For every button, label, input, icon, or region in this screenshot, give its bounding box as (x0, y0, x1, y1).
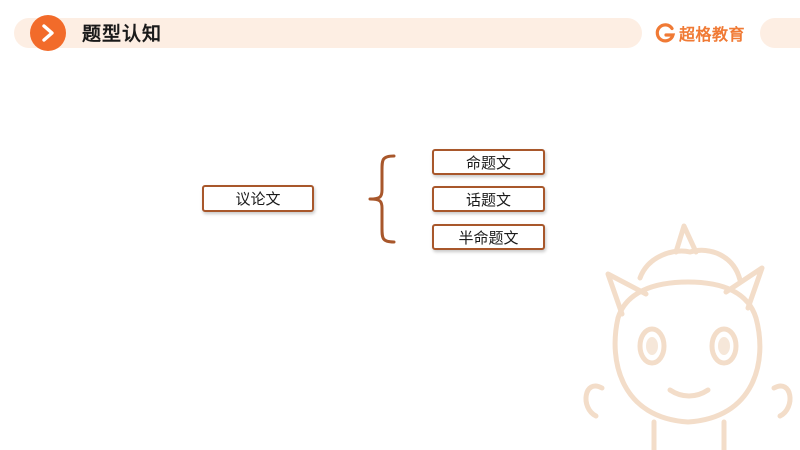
curly-brace (368, 154, 396, 244)
page-title: 题型认知 (82, 23, 163, 45)
brand-name: 超格教育 (679, 25, 746, 44)
chevron-right-icon (30, 15, 66, 51)
child-node: 半命题文 (432, 224, 545, 250)
child-node: 话题文 (432, 186, 545, 212)
brand-logo: 超格教育 (654, 20, 745, 46)
brand-g-logo-icon (655, 23, 676, 43)
child-node: 命题文 (432, 149, 545, 175)
root-node: 议论文 (202, 185, 314, 212)
unicorn-mascot-watermark (583, 223, 793, 450)
header-bar-cap (760, 18, 800, 48)
header-bar (14, 18, 642, 48)
